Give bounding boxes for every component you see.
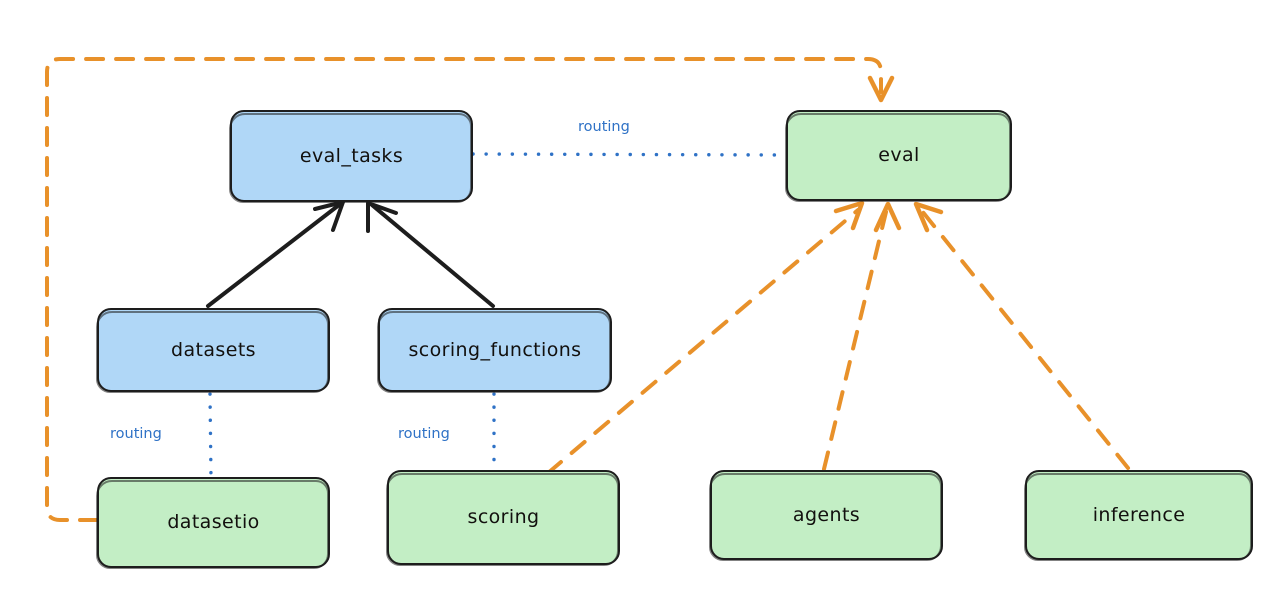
node-label: datasetio: [167, 511, 260, 534]
node-label: datasets: [171, 338, 256, 361]
node-label: agents: [792, 503, 861, 526]
edge-eval_tasks-to-eval: [471, 152, 788, 157]
node-label: inference: [1092, 503, 1186, 526]
edge-inference-to-eval: [913, 201, 1130, 470]
node-datasets[interactable]: datasets: [96, 308, 330, 393]
node-label: eval_tasks: [299, 144, 404, 167]
node-scoring[interactable]: scoring: [386, 470, 620, 566]
node-label: scoring: [467, 506, 540, 529]
node-datasetio[interactable]: datasetio: [96, 477, 330, 569]
edge-label-routing-eval: routing: [578, 119, 630, 135]
node-scoring-functions[interactable]: scoring_functions: [377, 308, 612, 393]
edge-datasets-to-datasetio: [208, 392, 213, 479]
node-label: scoring_functions: [408, 338, 582, 361]
edge-scoring_functions-to-eval_tasks: [366, 201, 495, 308]
node-agents[interactable]: agents: [709, 470, 943, 561]
node-eval[interactable]: eval: [785, 110, 1012, 202]
edge-agents-to-eval: [822, 201, 902, 471]
edge-label-routing-datasets: routing: [110, 426, 162, 442]
node-inference[interactable]: inference: [1024, 470, 1253, 561]
node-eval-tasks[interactable]: eval_tasks: [229, 110, 473, 203]
edge-datasets-to-eval_tasks: [206, 200, 345, 308]
edge-label-routing-scoring-functions: routing: [398, 426, 450, 442]
node-label: eval: [878, 144, 920, 167]
